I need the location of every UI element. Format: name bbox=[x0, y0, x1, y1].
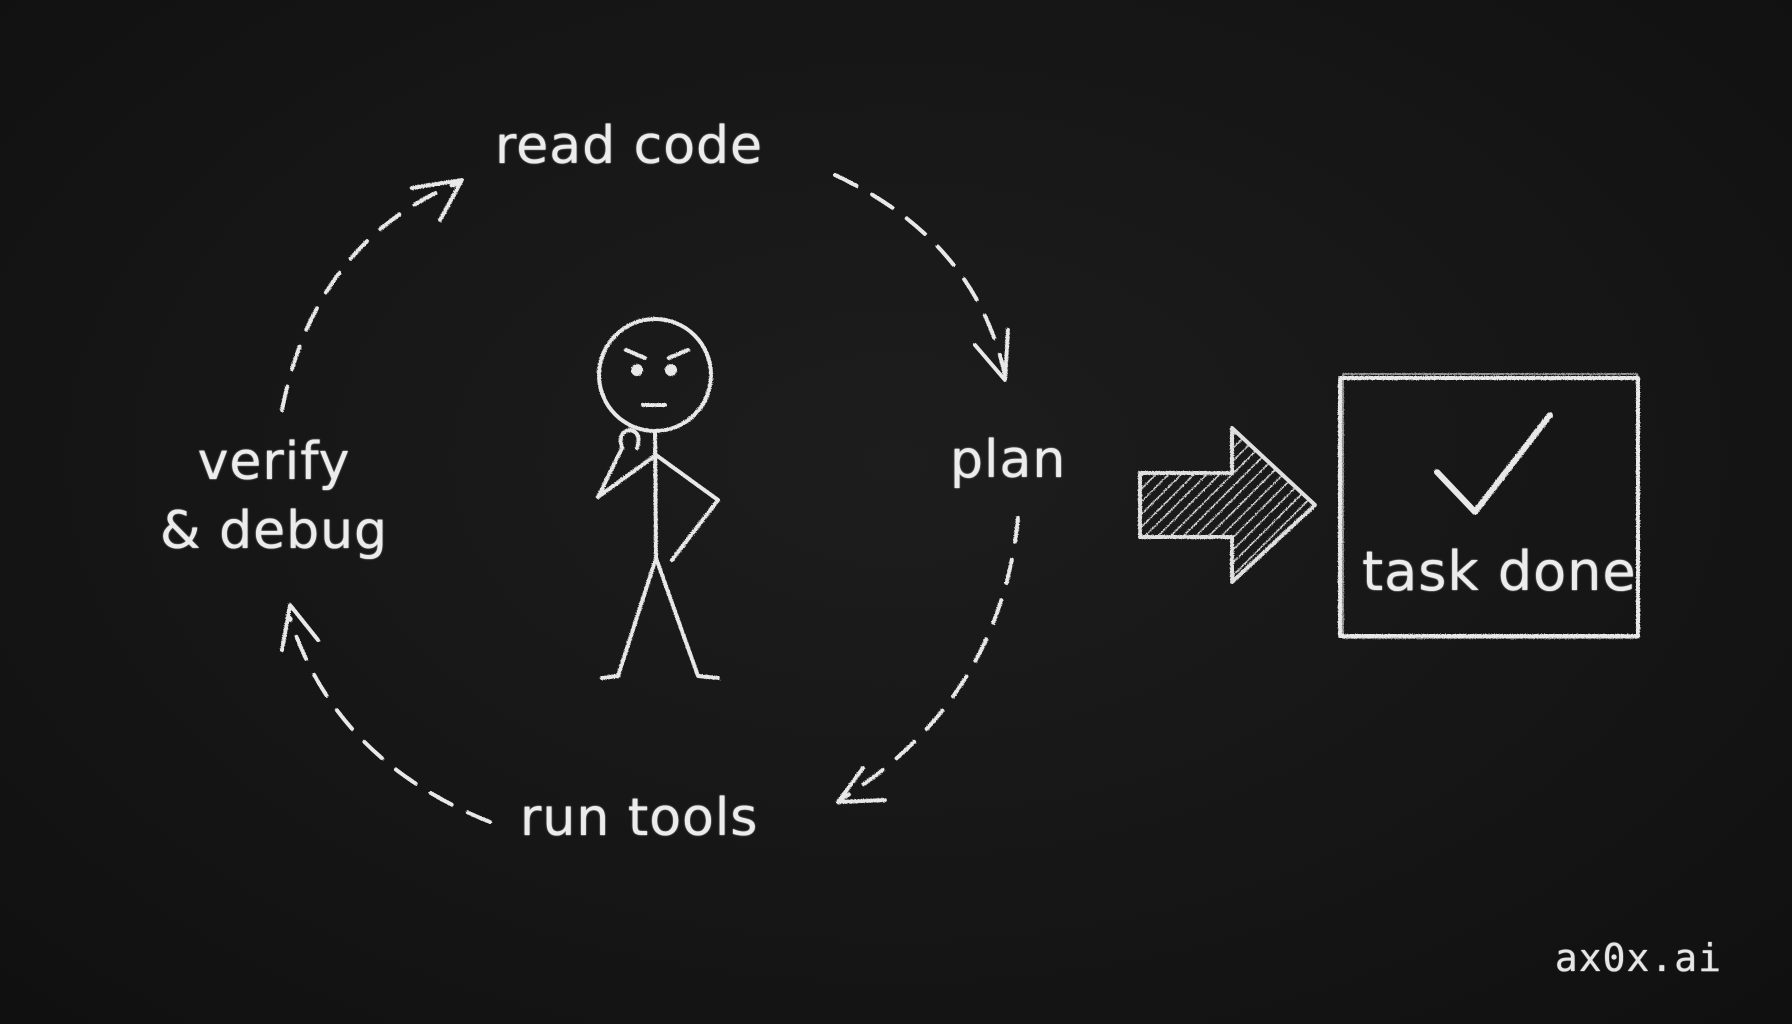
arrowhead-to-read-icon bbox=[410, 178, 464, 222]
arrowhead-to-plan-icon bbox=[973, 328, 1010, 382]
step-plan: plan bbox=[950, 430, 1067, 490]
arc-verify-to-read bbox=[280, 180, 462, 412]
arc-plan-to-run bbox=[838, 516, 1020, 802]
thinking-stick-figure-icon bbox=[596, 317, 720, 680]
arc-run-to-verify bbox=[288, 616, 492, 824]
step-verify-line2: & debug bbox=[160, 501, 389, 562]
arrowhead-to-verify-icon bbox=[280, 603, 320, 652]
step-run-tools: run tools bbox=[520, 788, 759, 848]
watermark: ax0x.ai bbox=[1554, 936, 1722, 980]
arc-read-to-plan bbox=[833, 173, 1007, 377]
arrowhead-to-run-icon bbox=[836, 766, 887, 804]
hatched-right-arrow-icon bbox=[1138, 426, 1317, 584]
step-verify-debug: verify & debug bbox=[160, 428, 388, 566]
result-label: task done bbox=[1362, 540, 1637, 603]
step-verify-line1: verify bbox=[197, 432, 351, 492]
checkmark-icon bbox=[1434, 412, 1553, 515]
step-read-code: read code bbox=[495, 116, 764, 176]
